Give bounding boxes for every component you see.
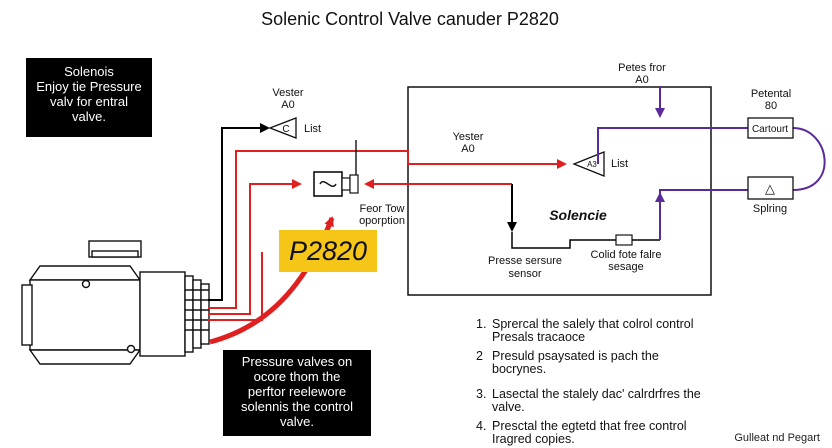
delta-icon: △ (765, 181, 775, 196)
sensor-element (615, 234, 633, 246)
wire-purple-bottom (659, 189, 748, 240)
vester-left-label-2: A0 (281, 99, 294, 111)
note-bottom-left-line: solennis the control (240, 399, 353, 414)
step-text: Presctal the egtetd that free control Ir… (492, 419, 687, 446)
wire-purple-loop (792, 127, 826, 191)
wire-black-sensor-bottom (511, 232, 616, 249)
feor-tow-label-2: oporption (359, 215, 405, 227)
step-text: Presuld psaysated is pach the bocrynes. (492, 349, 659, 376)
valve-body (21, 240, 210, 365)
petes-fror-label-1: Petes fror (618, 62, 666, 74)
colid-fote-label-2: sesage (608, 261, 643, 273)
note-top-left-line: Solenois (64, 64, 114, 79)
vester-mid-label-2: A0 (461, 143, 474, 155)
pressure-sensor-label-1: Presse sersure (488, 255, 562, 267)
step-item: 1. Sprercal the salely that colrol contr… (476, 318, 746, 344)
delta-box (747, 176, 794, 200)
wire-red-mid (208, 179, 302, 315)
step-number: 4. (476, 419, 487, 433)
step-item: 3. Lasectal the stalely dac' calrdrfres … (476, 388, 746, 414)
step-item: 2 Presuld psaysated is pach the bocrynes… (476, 350, 746, 376)
note-top-left-line: valve. (72, 109, 106, 124)
note-top-left-line: Enjoy tie Pressure (36, 79, 142, 94)
note-top-left: Solenois Enjoy tie Pressure valv for ent… (26, 58, 152, 137)
step-text: Sprercal the salely that colrol control … (492, 317, 694, 344)
feor-tow-label-1: Feor Tow (359, 203, 404, 215)
svg-text:C: C (282, 124, 289, 135)
note-bottom-left: Pressure valves on ocore thom the perfto… (223, 350, 371, 436)
c-triangle-icon: C (268, 117, 297, 139)
vester-mid-label-1: Yester (453, 131, 484, 143)
note-bottom-left-line: ocore thom the (253, 369, 341, 384)
list-mid-label: List (611, 158, 628, 170)
cartoon-label: Cartourt (752, 124, 788, 135)
potental-label-1: Petental (751, 88, 791, 100)
wire-red-top (208, 150, 567, 309)
step-text: Lasectal the stalely dac' calrdrfres the… (492, 387, 701, 414)
note-bottom-left-line: valve. (280, 414, 314, 429)
petes-fror-label-2: A0 (635, 74, 648, 86)
steps-list: 1. Sprercal the salely that colrol contr… (476, 318, 746, 446)
note-bottom-left-line: Pressure valves on (241, 354, 353, 369)
svg-text:A3: A3 (587, 160, 597, 169)
wire-purple-top (597, 127, 748, 164)
cartoon-box (747, 117, 794, 139)
step-number: 3. (476, 387, 487, 401)
potental-label-2: 80 (765, 100, 777, 112)
list-left-label: List (304, 123, 321, 135)
wire-black-to-c (208, 123, 270, 301)
spliring-label: Splring (753, 203, 787, 215)
solenoid-unit (313, 140, 359, 197)
diagram-title: Solenic Control Valve canuder P2820 (261, 9, 559, 29)
step-number: 1. (476, 317, 487, 331)
note-top-left-line: valv for entral (49, 94, 129, 109)
colid-fote-label-1: Colid fote falre (591, 249, 662, 261)
a3-triangle-icon: A3 (572, 151, 605, 177)
pressure-sensor-label-2: sensor (508, 268, 541, 280)
step-item: 4. Presctal the egtetd that free control… (476, 420, 746, 446)
solencie-label: Solencie (549, 207, 607, 223)
code-badge: P2820 (279, 230, 377, 272)
note-bottom-left-line: perftor reelewore (247, 384, 347, 399)
vester-left-label-1: Vester (272, 87, 304, 99)
credit-text: Gulleat nd Pegart (734, 432, 820, 444)
step-number: 2 (476, 349, 483, 363)
